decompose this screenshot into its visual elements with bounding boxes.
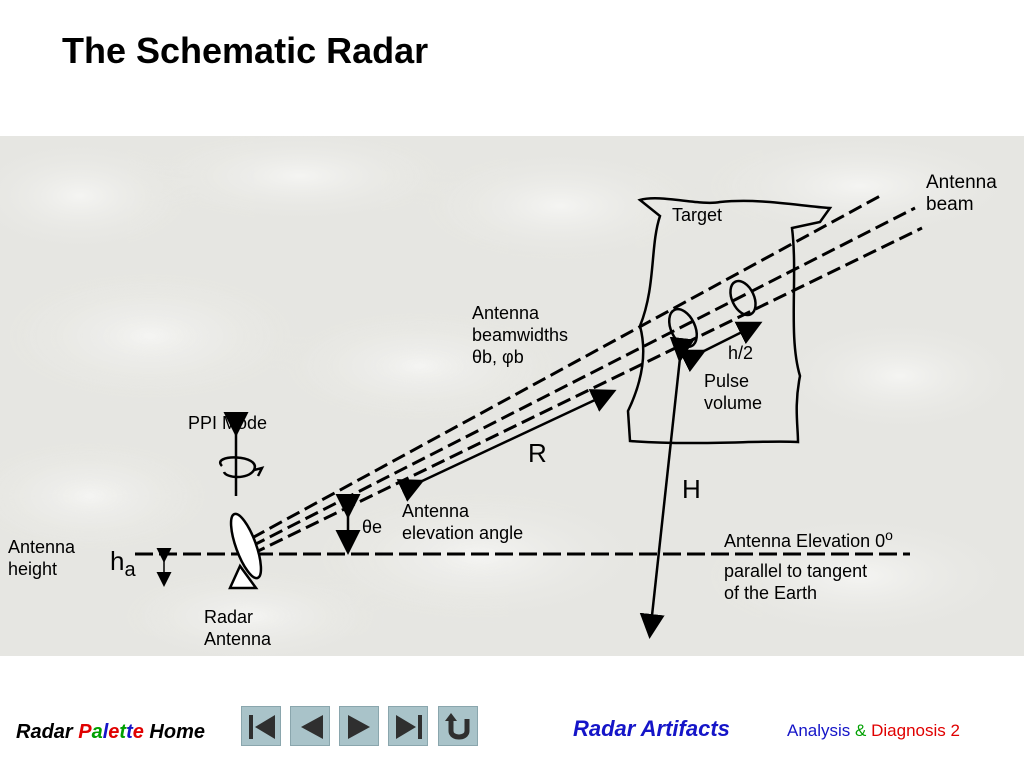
palette-letter: e: [108, 721, 120, 743]
height-label: H: [682, 474, 701, 504]
home-suffix: Home: [143, 721, 205, 743]
ppi-mode-label: PPI Mode: [188, 413, 268, 433]
next-slide-button[interactable]: [339, 706, 379, 746]
palette-letter: P: [78, 721, 92, 743]
first-slide-button[interactable]: [241, 706, 281, 746]
pulse-volume-ellipse-near: [667, 307, 699, 349]
palette-word: Palette: [78, 721, 144, 743]
pulse-volume-label: Pulse volume: [704, 371, 763, 413]
palette-letter: t: [126, 721, 133, 743]
radar-diagram: Antenna beam Target Antenna beamwidths θ…: [0, 136, 1024, 656]
diagnosis-text: Diagnosis: [871, 721, 946, 740]
elevation-symbol-label: θe: [362, 517, 383, 537]
palette-letter: t: [119, 721, 127, 743]
home-prefix: Radar: [16, 721, 79, 743]
antenna-height-label: Antenna height: [8, 537, 76, 579]
target-outline: [626, 197, 833, 445]
next-icon: [348, 715, 370, 739]
return-icon: [445, 713, 470, 740]
antenna-elevation-zero-label: Antenna Elevation 0o: [724, 527, 893, 551]
diagram-drawing: [0, 136, 1024, 656]
last-icon: [396, 715, 422, 739]
radar-antenna-dish: [228, 512, 263, 590]
palette-letter: a: [91, 721, 103, 743]
target-label: Target: [672, 205, 723, 225]
previous-slide-button[interactable]: [290, 706, 330, 746]
pulse-volume-ellipse-far: [729, 279, 757, 317]
parallel-tangent-label: parallel to tangent of the Earth: [724, 561, 868, 603]
ppi-rotation-icon: [218, 412, 265, 496]
analysis-text: Analysis: [787, 721, 851, 740]
ha-label: ha: [110, 546, 136, 581]
antenna-beam-label: Antenna beam: [926, 172, 997, 215]
half-pulse-arrow: [678, 321, 763, 373]
elevation-angle-label: Antenna elevation angle: [402, 501, 524, 543]
page-number: 2: [950, 721, 960, 740]
palette-letter: e: [132, 721, 144, 743]
range-arrow: [396, 389, 617, 502]
range-label: R: [528, 438, 547, 468]
footer-navigation: Radar Palette Home Radar Artifacts Analy…: [0, 700, 1024, 768]
previous-icon: [301, 715, 323, 739]
last-slide-button[interactable]: [388, 706, 428, 746]
page-title: The Schematic Radar: [62, 30, 429, 71]
analysis-diagnosis-link[interactable]: Analysis & Diagnosis 2: [787, 721, 960, 741]
palette-letter: l: [102, 721, 109, 743]
radar-palette-home-link[interactable]: Radar Palette Home: [16, 721, 205, 744]
height-arrow: [639, 336, 695, 639]
cloud-background: [0, 136, 1024, 656]
radar-artifacts-link[interactable]: Radar Artifacts: [573, 716, 730, 741]
beamwidths-label: Antenna beamwidths θb, φb: [472, 303, 569, 367]
ampersand-text: &: [855, 721, 867, 740]
return-button[interactable]: [438, 706, 478, 746]
half-pulse-label: h/2: [728, 343, 754, 363]
first-icon: [249, 715, 275, 739]
radar-antenna-label: Radar Antenna: [204, 607, 272, 649]
